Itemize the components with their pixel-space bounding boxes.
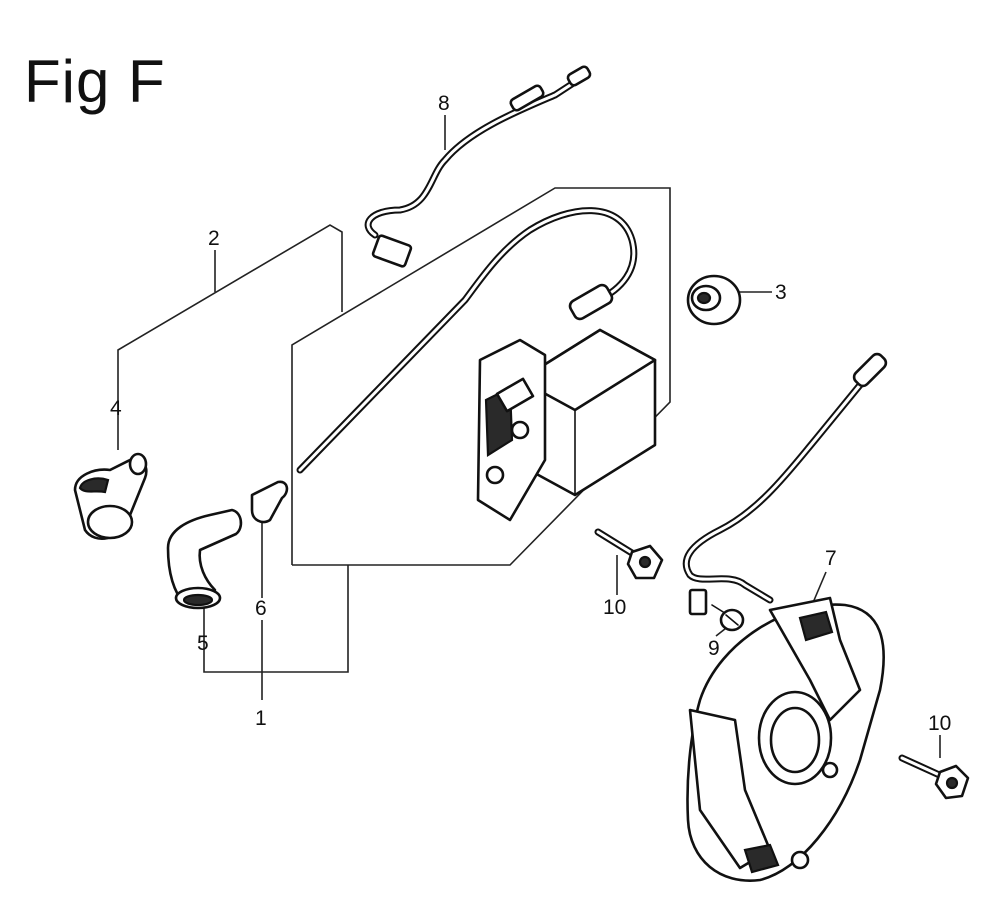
part-3-grommet (686, 274, 742, 326)
callout-2: 2 (208, 227, 220, 250)
part-1-ignition-coil (296, 207, 657, 522)
assembly-bracket-1 (203, 187, 671, 700)
part-5-boot (166, 508, 243, 610)
callout-6: 6 (255, 597, 267, 620)
part-10-bolt-lower (898, 754, 970, 800)
callout-7: 7 (825, 547, 837, 570)
callout-10-upper: 10 (603, 596, 626, 619)
callout-4: 4 (110, 397, 122, 420)
callout-1: 1 (255, 707, 267, 730)
callout-3: 3 (775, 281, 787, 304)
part-10-bolt-upper (594, 528, 664, 580)
part-9-screw (711, 604, 745, 632)
part-6-terminal (250, 480, 289, 524)
part-7-stator-plate (682, 352, 888, 882)
callout-10-lower: 10 (928, 712, 951, 735)
callout-5: 5 (197, 632, 209, 655)
assembly-bracket-2 (117, 224, 343, 420)
part-8-ground-wire (364, 65, 592, 268)
callout-9: 9 (708, 637, 720, 660)
callout-labels: 1 2 3 4 5 6 7 8 9 10 10 (110, 92, 951, 735)
callout-8: 8 (438, 92, 450, 115)
part-4-plug-cap (73, 452, 148, 540)
figure-title: Fig F (24, 48, 166, 115)
